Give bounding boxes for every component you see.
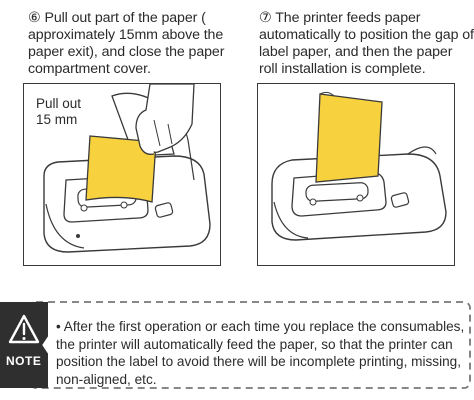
- note-label: NOTE: [6, 354, 42, 368]
- printer-with-hand-illustration: [43, 84, 211, 253]
- step-7-instruction: ⑦ The printer feeds paper automatically …: [259, 10, 474, 78]
- callout-line-1: Pull out: [36, 96, 82, 111]
- step-6-text: Pull out part of the paper ( approximate…: [28, 10, 225, 77]
- step-6-illustration: Pull out 15 mm: [23, 83, 221, 266]
- note-badge: NOTE: [0, 302, 48, 388]
- note-box: NOTE: [0, 298, 472, 390]
- note-text: • After the first operation or each time…: [56, 319, 465, 387]
- callout-line-2: 15 mm: [36, 112, 78, 127]
- warning-icon: [8, 314, 40, 344]
- step-7-illustration: [257, 83, 455, 266]
- step-7-marker: ⑦: [259, 10, 272, 26]
- pull-out-callout: Pull out 15 mm: [36, 96, 81, 128]
- step-6-marker: ⑥: [28, 10, 41, 26]
- printer-feeding-paper-illustration: [271, 91, 447, 241]
- note-dashed-frame: [29, 301, 471, 389]
- step-7-text: The printer feeds paper automatically to…: [259, 10, 474, 77]
- step-6-instruction: ⑥ Pull out part of the paper ( approxima…: [28, 10, 238, 78]
